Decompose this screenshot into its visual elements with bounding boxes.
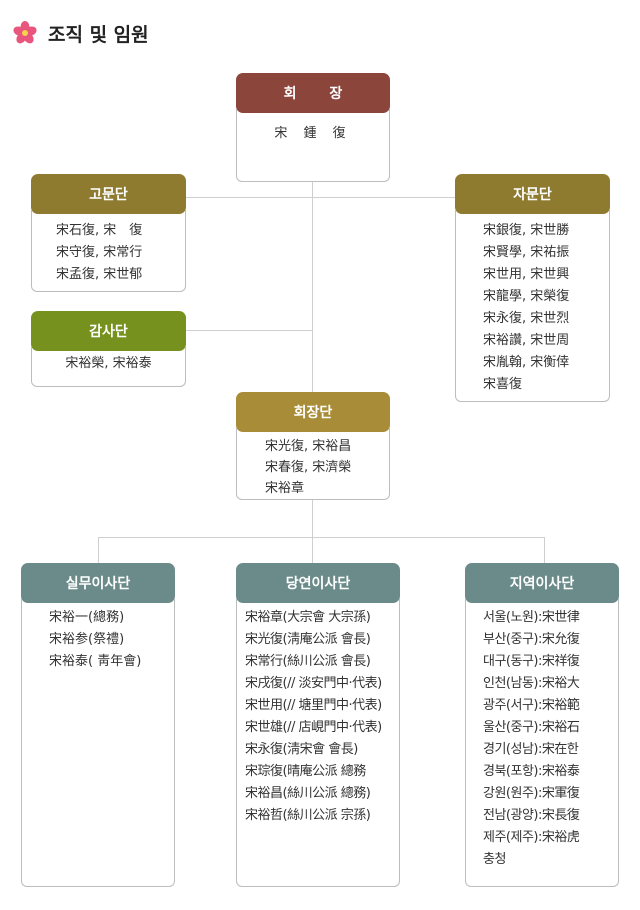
chairman-box: 회 장 宋 鍾 復 [236, 73, 390, 182]
list-item: 강원(원주):宋軍復 [483, 786, 580, 801]
list-item: 울산(중구):宋裕石 [483, 720, 580, 735]
clan-directors-header: 당연이사단 [236, 563, 400, 603]
chairman-header: 회 장 [236, 73, 390, 113]
list-item: 宋永復(淸宋會 會長) [245, 742, 358, 757]
connector-vertical-lower [312, 500, 313, 538]
list-item: 宋裕昌(絲川公派 總務) [245, 786, 371, 801]
consultants-header: 자문단 [455, 174, 610, 214]
list-item: 宋光復(淸庵公派 會長) [245, 632, 371, 647]
list-item: 宋裕讚, 宋世周 [483, 333, 570, 348]
list-item: 제주(제주):宋裕虎 [483, 830, 580, 845]
list-item: 서울(노원):宋世律 [483, 610, 580, 625]
advisors-body: 宋石復, 宋 復 宋守復, 宋常行 宋孟復, 宋世郁 [31, 210, 186, 292]
advisors-box: 고문단 宋石復, 宋 復 宋守復, 宋常行 宋孟復, 宋世郁 [31, 174, 186, 292]
list-item: 宋守復, 宋常行 [56, 245, 143, 260]
list-item: 宋世用(// 塘里門中·代表) [245, 698, 382, 713]
connector-advisors [186, 197, 456, 198]
list-item: 宋裕哲(絲川公派 宗孫) [245, 808, 371, 823]
list-item: 宋裕章 [265, 481, 305, 496]
connector-vertical-main [312, 140, 313, 395]
connector-left-drop [98, 537, 99, 565]
practical-directors-header: 실무이사단 [21, 563, 175, 603]
list-item: 宋裕榮, 宋裕泰 [65, 356, 152, 371]
list-item: 宋春復, 宋濟榮 [265, 460, 352, 475]
chairman-body: 宋 鍾 復 [236, 109, 390, 182]
list-item: 宋孟復, 宋世郁 [56, 267, 143, 282]
list-item: 宋光復, 宋裕昌 [265, 439, 352, 454]
list-item: 宋賢學, 宋祐振 [483, 245, 570, 260]
connector-auditors [186, 330, 313, 331]
list-item: 宋琮復(晴庵公派 總務 [245, 764, 366, 779]
practical-directors-box: 실무이사단 宋裕一(總務) 宋裕参(祭禮) 宋裕泰( 靑年會) [21, 563, 175, 887]
list-item: 宋常行(絲川公派 會長) [245, 654, 371, 669]
connector-right-drop [544, 537, 545, 565]
list-item: 宋裕一(總務) [49, 610, 125, 625]
regional-directors-box: 지역이사단 서울(노원):宋世律 부산(중구):宋允復 대구(동구):宋祥復 인… [465, 563, 619, 887]
chairman-group-header: 회장단 [236, 392, 390, 432]
chairman-group-box: 회장단 宋光復, 宋裕昌 宋春復, 宋濟榮 宋裕章 [236, 392, 390, 500]
list-item: 대구(동구):宋祥復 [483, 654, 580, 669]
practical-directors-body: 宋裕一(總務) 宋裕参(祭禮) 宋裕泰( 靑年會) [21, 599, 175, 887]
connector-middle-drop [312, 537, 313, 565]
regional-directors-body: 서울(노원):宋世律 부산(중구):宋允復 대구(동구):宋祥復 인천(남동):… [465, 599, 619, 887]
list-item: 경기(성남):宋在한 [483, 742, 579, 757]
list-item: 宋裕泰( 靑年會) [49, 654, 142, 669]
consultants-body: 宋銀復, 宋世勝 宋賢學, 宋祐振 宋世用, 宋世興 宋龍學, 宋榮復 宋永復,… [455, 210, 610, 402]
list-item: 宋世用, 宋世興 [483, 267, 570, 282]
list-item: 전남(광양):宋長復 [483, 808, 580, 823]
list-item: 宋石復, 宋 復 [56, 223, 143, 238]
list-item: 부산(중구):宋允復 [483, 632, 580, 647]
list-item: 광주(서구):宋裕範 [483, 698, 580, 713]
auditors-body: 宋裕榮, 宋裕泰 [31, 347, 186, 387]
list-item: 宋銀復, 宋世勝 [483, 223, 570, 238]
auditors-header: 감사단 [31, 311, 186, 351]
list-item: 宋裕参(祭禮) [49, 632, 125, 647]
list-item: 宋世雄(// 店峴門中·代表) [245, 720, 382, 735]
clan-directors-box: 당연이사단 宋裕章(大宗會 大宗孫) 宋光復(淸庵公派 會長) 宋常行(絲川公派… [236, 563, 400, 887]
list-item: 인천(남동):宋裕大 [483, 676, 580, 691]
regional-directors-header: 지역이사단 [465, 563, 619, 603]
advisors-header: 고문단 [31, 174, 186, 214]
list-item: 宋裕章(大宗會 大宗孫) [245, 610, 371, 625]
list-item: 宋龍學, 宋榮復 [483, 289, 570, 304]
title-text: 조직 및 임원 [48, 23, 149, 46]
chairman-name: 宋 鍾 復 [274, 126, 352, 141]
list-item: 宋戌復(// 淡安門中·代表) [245, 676, 382, 691]
list-item: 宋喜復 [483, 377, 523, 392]
connector-horizontal-lower [98, 537, 545, 538]
page-title: 조직 및 임원 [10, 18, 149, 48]
pink-flower-icon [10, 21, 40, 45]
list-item: 충청 [483, 852, 506, 867]
auditors-box: 감사단 宋裕榮, 宋裕泰 [31, 311, 186, 387]
list-item: 宋胤翰, 宋衡倖 [483, 355, 570, 370]
chairman-group-body: 宋光復, 宋裕昌 宋春復, 宋濟榮 宋裕章 [236, 428, 390, 500]
list-item: 宋永復, 宋世烈 [483, 311, 570, 326]
list-item: 경북(포항):宋裕泰 [483, 764, 580, 779]
clan-directors-body: 宋裕章(大宗會 大宗孫) 宋光復(淸庵公派 會長) 宋常行(絲川公派 會長) 宋… [236, 599, 400, 887]
consultants-box: 자문단 宋銀復, 宋世勝 宋賢學, 宋祐振 宋世用, 宋世興 宋龍學, 宋榮復 … [455, 174, 610, 402]
